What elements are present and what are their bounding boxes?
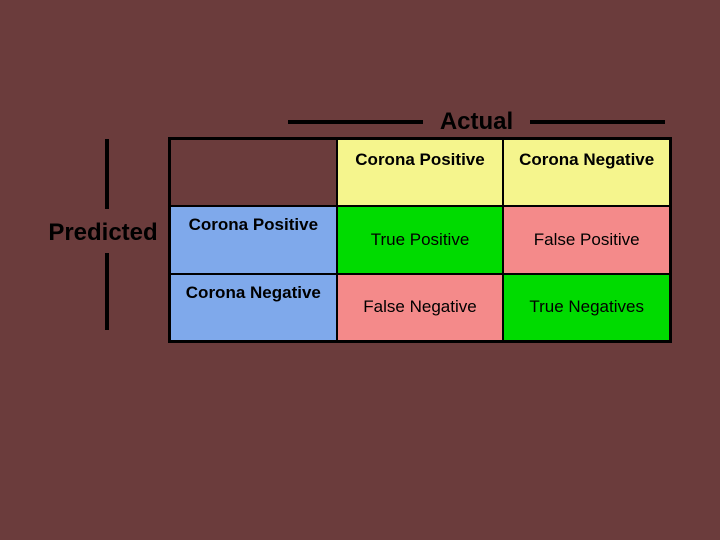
cell-true-negatives: True Negatives bbox=[504, 274, 669, 340]
corner-empty-cell bbox=[171, 140, 336, 206]
predicted-top-line bbox=[105, 139, 109, 209]
row-header-corona-negative: Corona Negative bbox=[171, 274, 336, 340]
col-header-corona-negative: Corona Negative bbox=[504, 140, 669, 206]
cell-false-positive: False Positive bbox=[504, 207, 669, 273]
col-header-corona-positive: Corona Positive bbox=[337, 140, 503, 206]
confusion-matrix-table: Corona Positive Corona Negative Corona P… bbox=[168, 137, 672, 343]
actual-label: Actual bbox=[439, 108, 514, 135]
row-header-corona-positive: Corona Positive bbox=[171, 207, 336, 273]
actual-right-line bbox=[530, 120, 666, 124]
predicted-label: Predicted bbox=[48, 219, 158, 246]
cell-false-negative: False Negative bbox=[337, 274, 503, 340]
cell-true-positive: True Positive bbox=[337, 207, 503, 273]
actual-left-line bbox=[288, 120, 423, 124]
predicted-bottom-line bbox=[105, 253, 109, 330]
actual-axis-group: Actual bbox=[288, 106, 666, 138]
